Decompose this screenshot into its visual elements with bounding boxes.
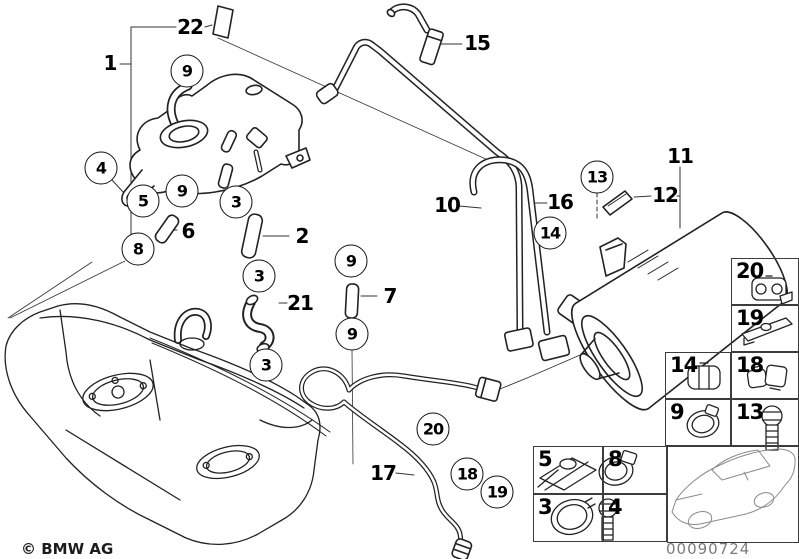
expansion-tank: [121, 73, 311, 207]
clipnut-5-icon: [537, 457, 597, 491]
bolt-13-icon: [761, 405, 783, 451]
part-7-tube: [344, 283, 360, 319]
clip-14-icon: [687, 362, 721, 390]
vent-pipe-fittings: [154, 5, 360, 354]
part-2-tube: [240, 213, 264, 259]
clamp-3-icon: [550, 497, 596, 536]
bracket-19-icon: [741, 317, 793, 346]
part-6-tube: [154, 214, 180, 244]
clip-20-icon: [751, 275, 793, 305]
box-part-icons: [537, 275, 793, 541]
part-12-shape: [602, 190, 633, 216]
clip-18-icon: [746, 364, 788, 391]
car-box: [667, 446, 799, 543]
part-22-shape: [212, 5, 234, 39]
clamp-8-icon: [598, 449, 638, 486]
carbon-canister: [571, 190, 788, 411]
vent-hose-15: [386, 3, 444, 66]
copyright-text: © BMW AG: [21, 540, 114, 558]
canister-bracket: [599, 237, 627, 277]
car-icon: [671, 448, 796, 529]
fuel-line-17: [299, 366, 502, 559]
fuel-tank: [4, 303, 331, 546]
vent-hose-16: [469, 156, 551, 336]
diagram-number: 00090724: [666, 540, 751, 558]
clamp-9-icon: [686, 404, 720, 438]
bolt-4-icon: [598, 498, 618, 541]
vent-hose-10: [315, 38, 524, 334]
